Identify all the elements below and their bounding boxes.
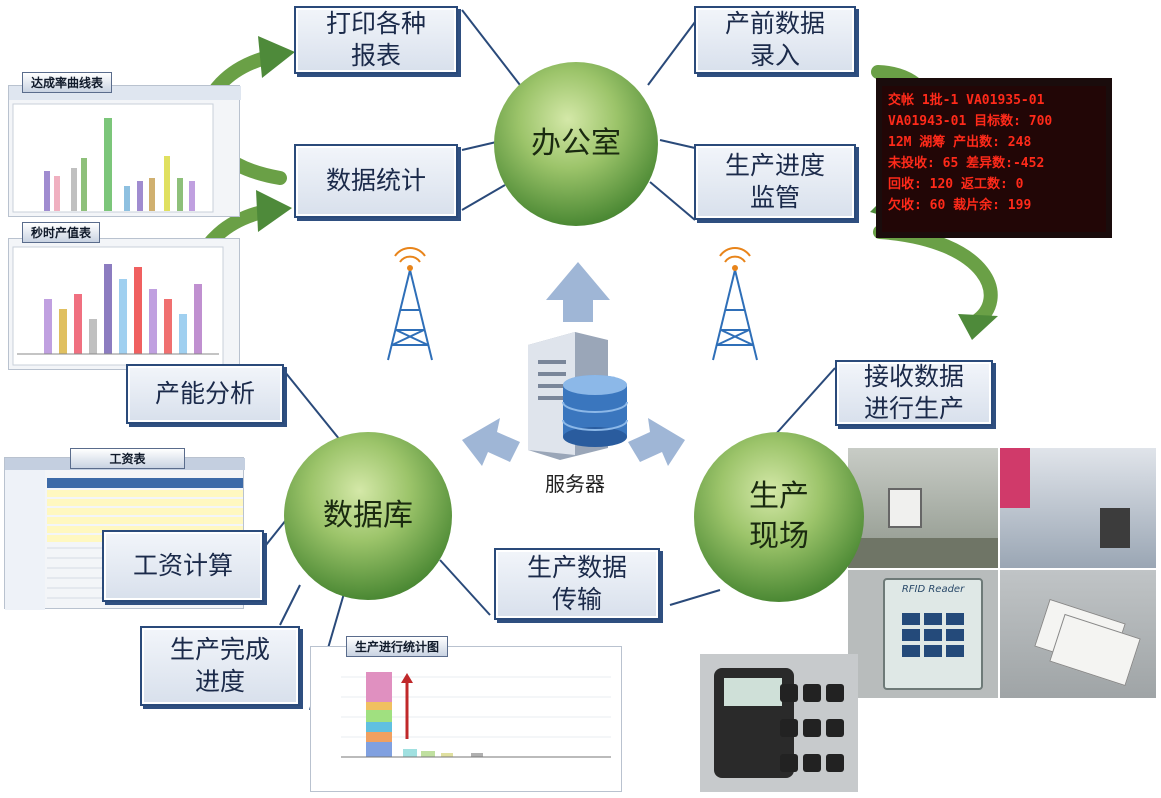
node-site-line2: 现场 [749,519,809,554]
led-line: 回收: 120 返工数: 0 [888,177,1024,192]
box-text: 传输 [551,585,602,614]
box-text: 接收数据 [863,362,964,391]
box-text: 进行生产 [863,394,964,423]
arrow-left-icon [462,418,520,466]
node-site-line1: 生产 [749,479,809,514]
achievement-chart-title: 达成率曲线表 [22,72,113,93]
box-text: 产能分析 [154,379,255,408]
box-text: 生产完成 [169,635,270,664]
box-text: 监管 [749,183,800,212]
led-board-photo: 交帐 1批-1 VA01935-01 VA01943-01 目标数: 700 1… [876,78,1112,238]
box-text: 进度 [194,667,245,696]
box-text: 生产进度 [724,151,825,180]
rfid-cards-photo [1000,570,1156,698]
curved-arrow-icon [256,190,292,232]
production-stats-title: 生产进行统计图 [346,636,449,657]
hourly-output-thumbnail [8,238,240,370]
node-production-site: 生产 现场 [694,432,864,602]
box-text: 打印各种 [325,9,426,38]
node-office-label: 办公室 [531,126,621,161]
led-line: 未投收: 65 差异数:-452 [888,156,1045,171]
production-stats-thumbnail [310,646,622,792]
box-progress-monitor: 生产进度 监管 [694,144,856,220]
box-completion-progress: 生产完成 进度 [140,626,300,706]
led-line: 欠收: 60 裁片余: 199 [888,198,1032,213]
arrow-up-icon [546,262,610,322]
node-database: 数据库 [284,432,452,600]
led-line: 12M 湖筹 产出数: 248 [888,135,1032,150]
curved-arrow-icon [258,36,295,78]
arrow-right-icon [628,418,685,466]
achievement-chart-thumbnail [8,85,241,217]
box-text: 产前数据 [724,9,825,38]
terminal-keypad-photo [700,654,858,792]
node-office: 办公室 [494,62,658,226]
wage-table-title: 工资表 [70,448,185,469]
box-pre-production-entry: 产前数据 录入 [694,6,856,74]
rfid-reader-photo: RFID Reader [848,570,998,698]
server-label: 服务器 [545,472,605,496]
box-data-transfer: 生产数据 传输 [494,548,660,620]
rfid-reader-label: RFID Reader [901,584,965,595]
led-line: 交帐 1批-1 VA01935-01 [888,93,1045,108]
box-receive-data: 接收数据 进行生产 [835,360,993,426]
box-text: 报表 [350,41,401,70]
box-text: 生产数据 [526,553,627,582]
box-print-reports: 打印各种 报表 [294,6,458,74]
factory-photo-1 [848,448,998,568]
box-data-stats: 数据统计 [294,144,458,218]
box-capacity-analysis: 产能分析 [126,364,284,424]
hourly-output-title: 秒时产值表 [22,222,101,243]
factory-photo-2 [1000,448,1156,568]
box-text: 录入 [749,41,800,70]
box-text: 工资计算 [132,551,233,580]
curved-arrow-icon [958,314,998,340]
node-database-label: 数据库 [323,498,413,533]
led-line: VA01943-01 目标数: 700 [888,114,1053,129]
box-text: 数据统计 [325,166,426,195]
box-wage-calc: 工资计算 [102,530,264,602]
